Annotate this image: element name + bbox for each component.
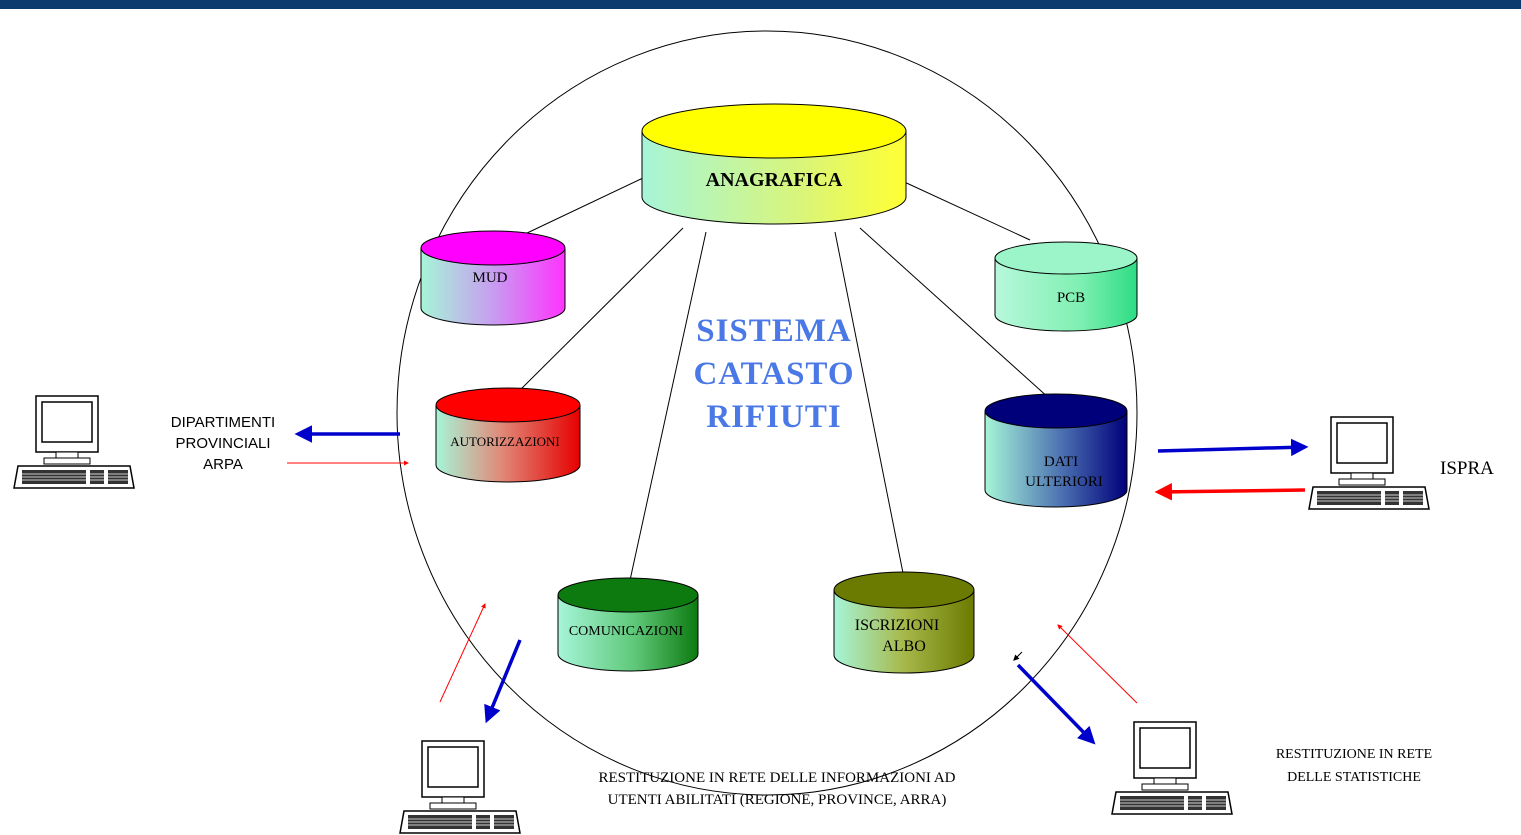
db-anagrafica-label: ANAGRAFICA: [706, 169, 843, 191]
label-utenti-line2: UTENTI ABILITATI (REGIONE, PROVINCE, ARR…: [608, 792, 947, 808]
label-statistiche: RESTITUZIONE IN RETE DELLE STATISTICHE: [1276, 747, 1432, 785]
db-comunicazioni: COMUNICAZIONI: [557, 577, 699, 672]
arrow-in-statistiche: [1057, 624, 1138, 704]
arrow-out-ispra: [1157, 438, 1309, 457]
db-iscrizioni-label-line2: ALBO: [882, 638, 926, 655]
db-iscrizioni-albo: ISCRIZIONI ALBO: [833, 571, 975, 674]
center-title-line1: SISTEMA: [696, 313, 852, 349]
db-pcb-label: PCB: [1057, 290, 1085, 306]
circle-flow-arrowhead: [1013, 651, 1023, 661]
db-iscrizioni-label-line1: ISCRIZIONI: [855, 617, 939, 634]
arrow-in-ispra: [1154, 483, 1306, 501]
arrow-in-utenti: [439, 603, 486, 703]
system-boundary-circle: [396, 30, 1138, 796]
db-autorizzazioni: AUTORIZZAZIONI: [435, 387, 581, 483]
db-mud: MUD: [420, 230, 566, 326]
connector-lines: [504, 177, 1061, 595]
db-mud-label: MUD: [472, 270, 507, 286]
flow-arrows: [287, 425, 1309, 745]
label-ispra: ISPRA: [1440, 458, 1494, 479]
center-title-line3: RIFIUTI: [706, 399, 841, 435]
label-dipartimenti-line1: DIPARTIMENTI: [171, 414, 275, 431]
db-autorizzazioni-label: AUTORIZZAZIONI: [450, 434, 560, 449]
db-anagrafica: ANAGRAFICA: [641, 103, 907, 225]
db-pcb: PCB: [994, 241, 1138, 332]
label-utenti-line1: RESTITUZIONE IN RETE DELLE INFORMAZIONI …: [598, 770, 955, 786]
arrow-out-utenti: [484, 639, 522, 724]
computer-icon-statistiche: [1111, 721, 1233, 815]
header-bar: [0, 0, 1521, 9]
label-dipartimenti: DIPARTIMENTI PROVINCIALI ARPA: [171, 414, 275, 473]
center-title: SISTEMA CATASTO RIFIUTI: [693, 313, 854, 435]
computer-icon-ispra: [1308, 416, 1430, 510]
arrow-out-statistiche: [1016, 663, 1096, 745]
label-utenti: RESTITUZIONE IN RETE DELLE INFORMAZIONI …: [598, 770, 955, 808]
label-statistiche-line2: DELLE STATISTICHE: [1287, 770, 1421, 785]
center-title-line2: CATASTO: [693, 356, 854, 392]
computer-icon-utenti: [399, 740, 521, 834]
db-dati-label-line2: ULTERIORI: [1025, 474, 1103, 490]
db-dati-ulteriori: DATI ULTERIORI: [984, 393, 1128, 508]
computer-icon-dipartimenti: [13, 395, 135, 489]
db-comunicazioni-label: COMUNICAZIONI: [569, 624, 684, 639]
label-dipartimenti-line2: PROVINCIALI: [175, 435, 270, 452]
label-dipartimenti-line3: ARPA: [203, 456, 243, 473]
db-dati-label-line1: DATI: [1044, 454, 1078, 470]
label-statistiche-line1: RESTITUZIONE IN RETE: [1276, 747, 1432, 762]
